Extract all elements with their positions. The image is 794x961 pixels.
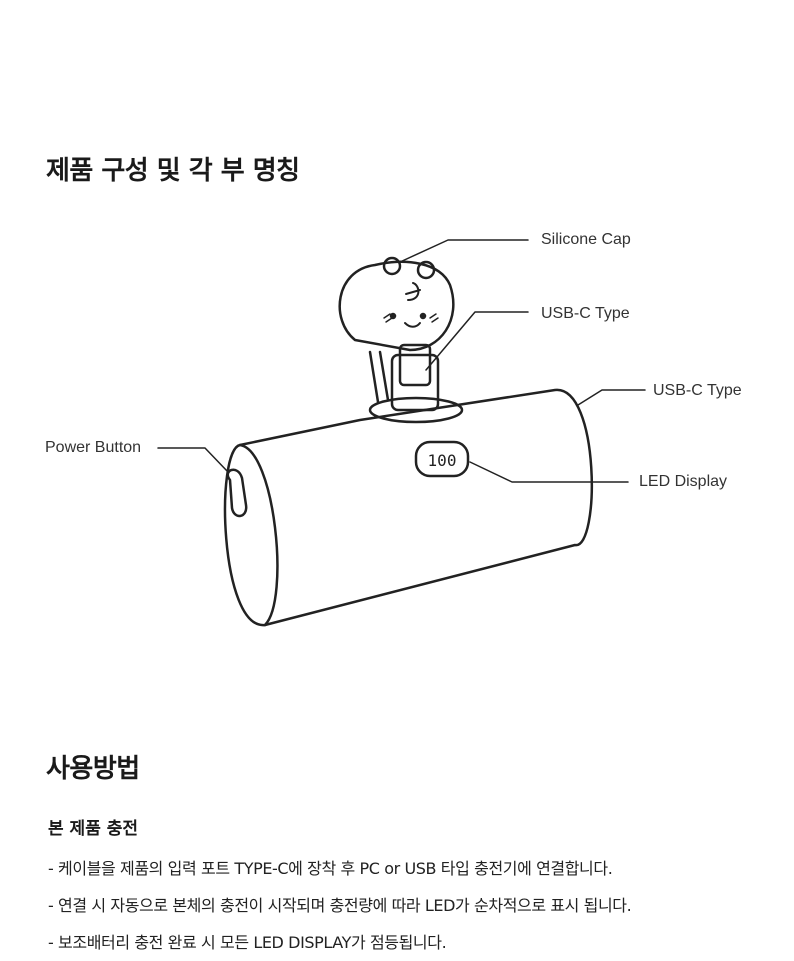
- parts-section-title: 제품 구성 및 각 부 명칭: [46, 156, 300, 186]
- silicone-cap-label: Silicone Cap: [541, 231, 631, 248]
- instruction-item: - 케이블을 제품의 입력 포트 TYPE-C에 장착 후 PC or USB …: [48, 859, 613, 878]
- led-display: [414, 440, 470, 478]
- instruction-item: - 연결 시 자동으로 본체의 충전이 시작되며 충전량에 따라 LED가 순차…: [48, 896, 632, 915]
- usbc-connector-label: USB-C Type: [541, 305, 630, 322]
- battery-right-end: [544, 390, 575, 545]
- power-button: [226, 468, 248, 518]
- power-bank-illustration: 100: [157, 239, 646, 627]
- power-button-label: Power Button: [45, 439, 142, 456]
- battery-left-end: [238, 443, 279, 627]
- product-diagram: 100 Silicone Cap USB-C Type USB-C Type L…: [0, 220, 794, 660]
- led-display-label: LED Display: [639, 473, 728, 490]
- charging-subtitle: 본 제품 충전: [48, 819, 139, 839]
- instruction-list: - 케이블을 제품의 입력 포트 TYPE-C에 장착 후 PC or USB …: [48, 850, 632, 961]
- usage-section-title: 사용방법: [46, 754, 140, 784]
- usbc-connector: [390, 353, 440, 412]
- led-readout: 100: [428, 451, 457, 470]
- instruction-item: - 보조배터리 충전 완료 시 모든 LED DISPLAY가 점등됩니다.: [48, 933, 447, 952]
- connector-opening: [368, 396, 464, 424]
- usbc-port-label: USB-C Type: [653, 382, 742, 399]
- battery-body: [223, 388, 594, 627]
- silicone-cap: [338, 260, 455, 352]
